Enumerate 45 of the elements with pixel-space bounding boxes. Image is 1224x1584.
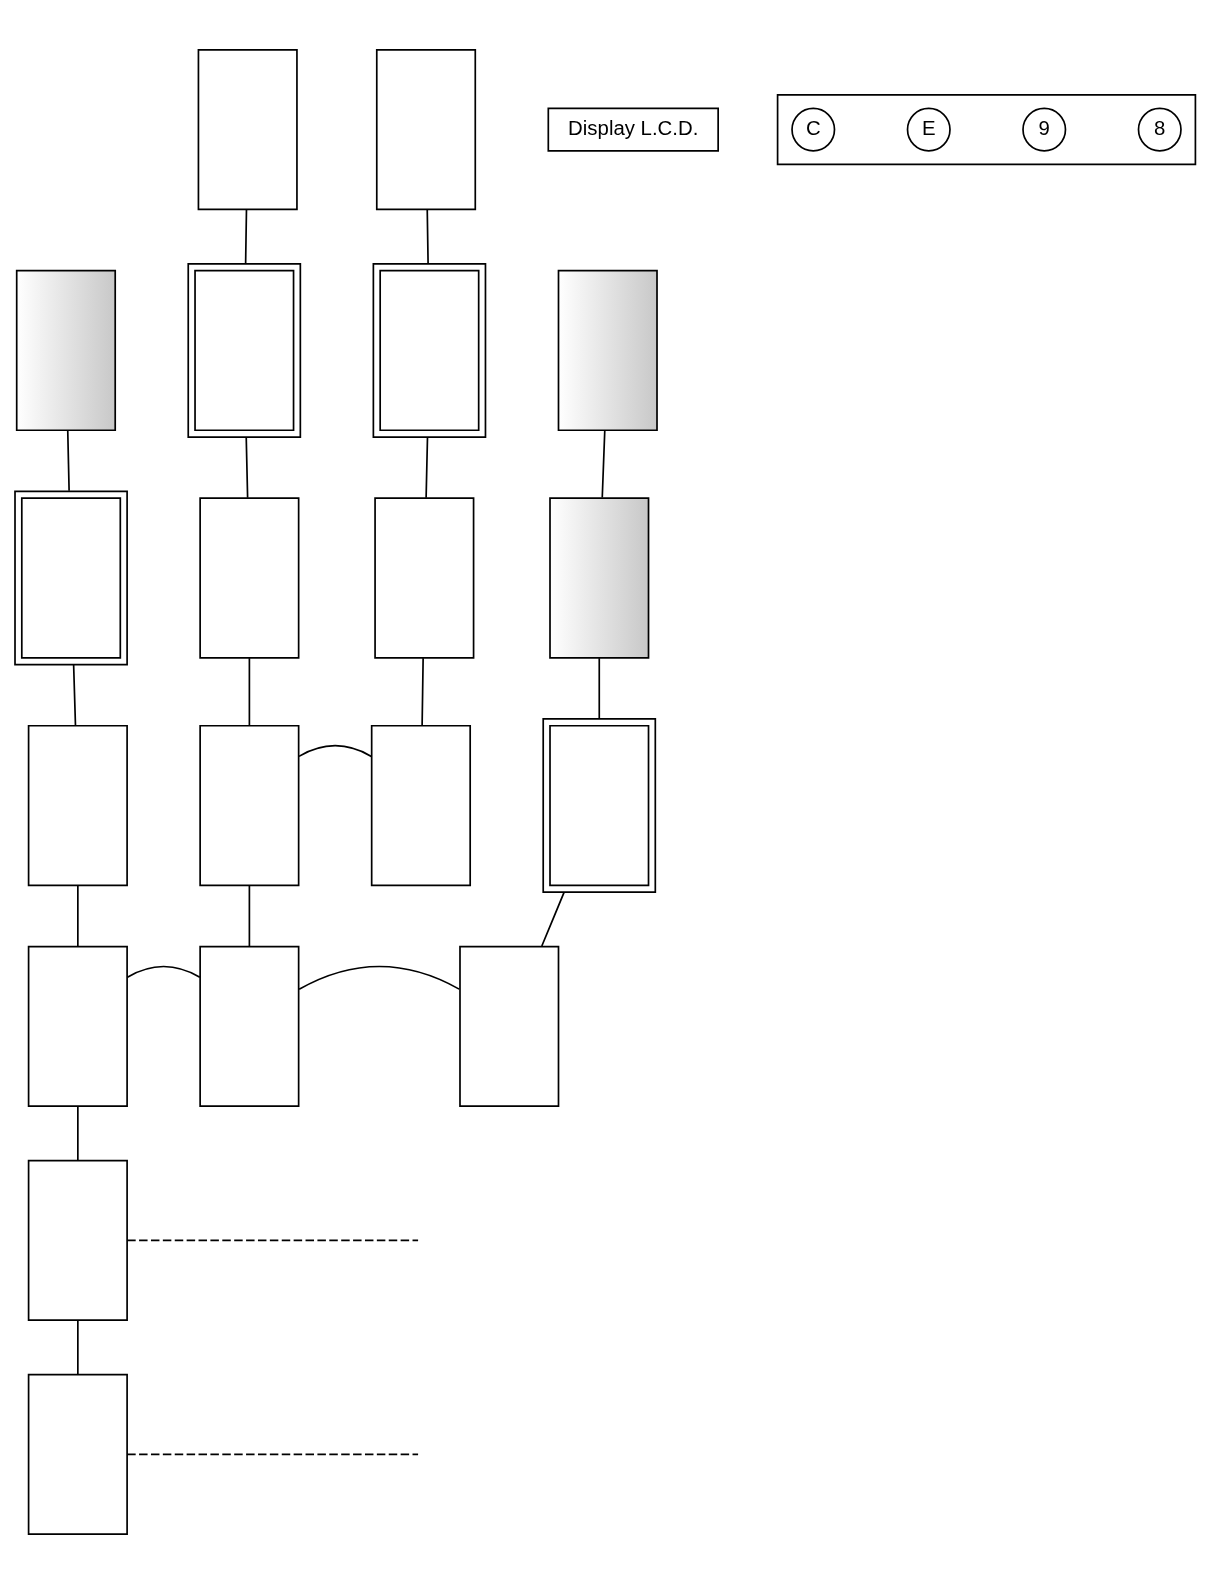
connector [601,429,606,499]
connector [126,1453,419,1456]
node-box [27,945,128,1108]
connector [298,965,461,991]
connector [245,436,249,499]
node-box [197,48,298,211]
node-box [459,945,560,1108]
node-box [372,262,487,438]
cluster [776,93,1197,166]
node-box [27,724,128,887]
connector [298,744,373,758]
connector [540,891,565,947]
connector [72,664,77,727]
connector [126,965,201,979]
node-circle: 9 [1022,107,1067,152]
connector [248,657,251,726]
connector [77,1319,79,1376]
node-box: Display L.C.D. [547,107,719,152]
node-box [374,497,475,659]
node-box [199,497,300,659]
node-box [187,262,302,438]
connector [425,436,429,499]
node-box [199,724,300,887]
node-box [557,269,658,432]
connector [248,884,251,948]
connector [421,657,424,726]
node-circle: C [791,107,836,152]
node-circle: 8 [1137,107,1182,152]
node-box [27,1159,128,1322]
connector [244,208,248,265]
node-box [14,490,128,666]
node-box [370,724,472,887]
connector [77,884,79,948]
connector [126,1239,419,1242]
connector [77,1105,79,1162]
node-box [15,269,117,432]
connector [66,429,70,492]
connector [426,208,429,265]
node-circle: E [906,107,951,152]
node-box [542,718,657,894]
node-box [27,1373,128,1536]
node-box [549,497,650,659]
connector [598,657,601,720]
node-box [375,48,477,211]
node-box [199,945,300,1108]
